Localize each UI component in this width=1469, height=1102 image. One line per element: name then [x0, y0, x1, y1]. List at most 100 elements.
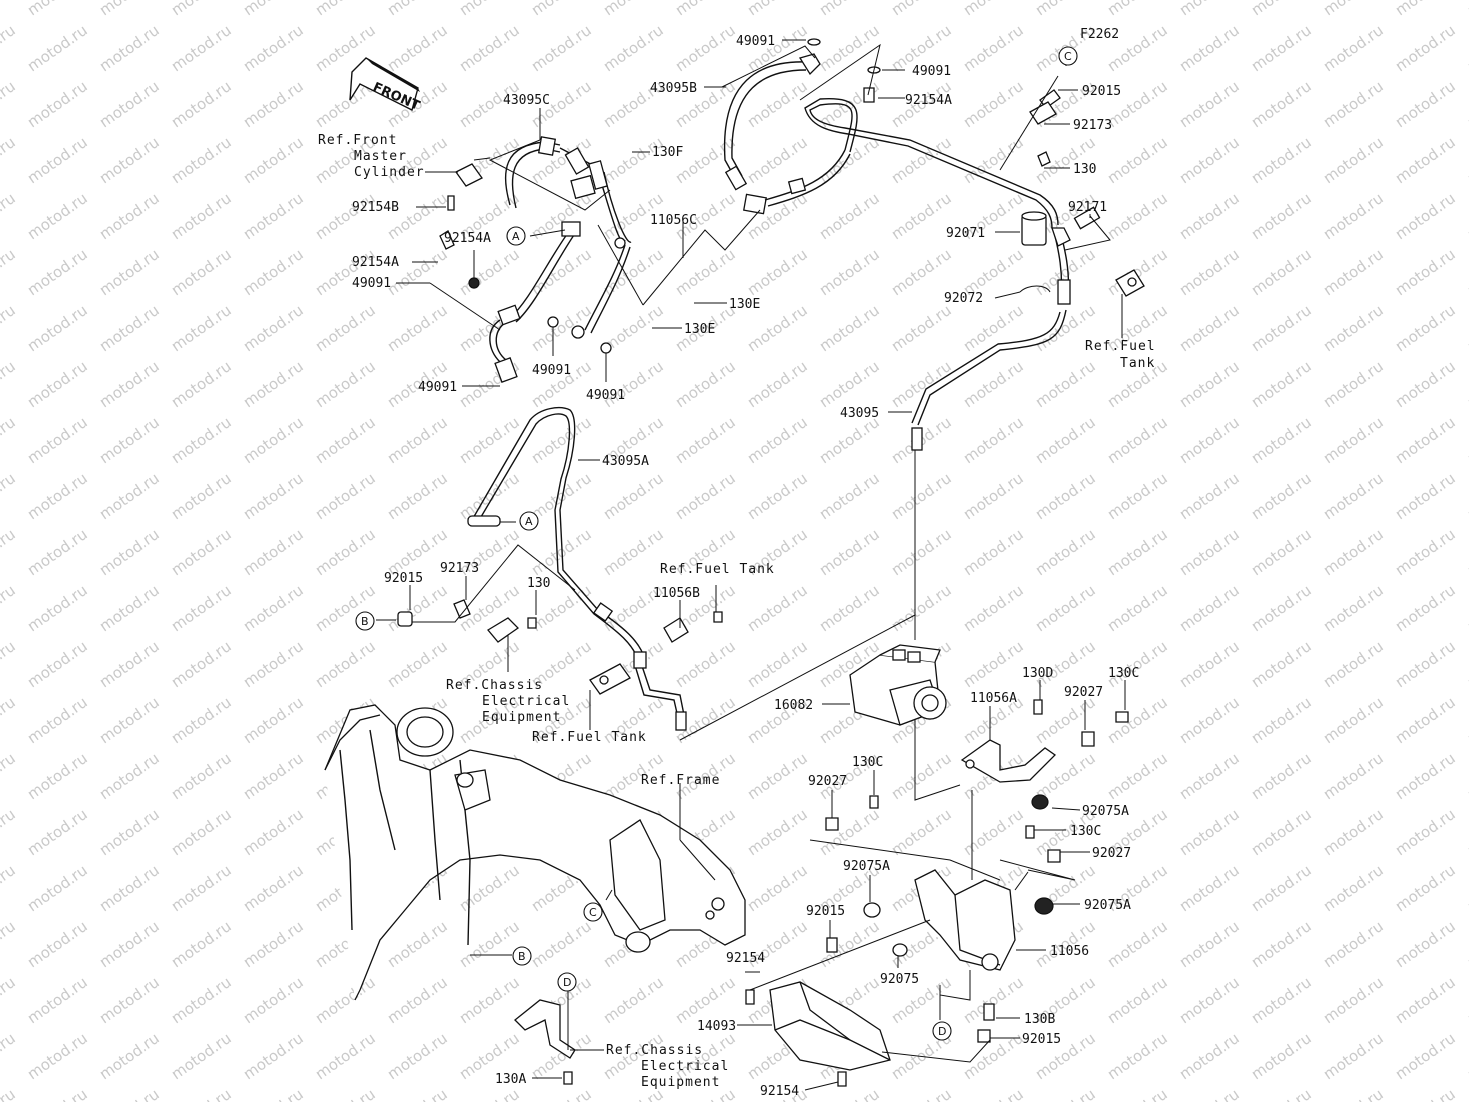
watermark-text: motod.ru [0, 357, 19, 411]
watermark-text: motod.ru [744, 581, 811, 635]
watermark-text: motod.ru [1392, 861, 1459, 915]
watermark-text: motod.ru [24, 973, 91, 1027]
watermark-text: motod.ru [528, 917, 595, 971]
watermark-text: motod.ru [1320, 637, 1387, 691]
watermark-text: motod.ru [168, 1029, 235, 1083]
watermark-text: motod.ru [1320, 245, 1387, 299]
watermark-text: motod.ru [384, 637, 451, 691]
watermark-text: motod.ru [1392, 21, 1459, 75]
circle-ref-c-top: C [1058, 46, 1078, 66]
label-43095C: 43095C [503, 93, 550, 108]
watermark-text: motod.ru [456, 917, 523, 971]
watermark-text: motod.ru [744, 77, 811, 131]
watermark-text: motod.ru [24, 469, 91, 523]
watermark-text: motod.ru [744, 413, 811, 467]
watermark-text: motod.ru [456, 861, 523, 915]
watermark-text: motod.ru [168, 749, 235, 803]
watermark-text: motod.ru [1392, 357, 1459, 411]
label-92015: 92015 [384, 571, 423, 586]
watermark-text: motod.ru [240, 77, 307, 131]
watermark-text: motod.ru [240, 861, 307, 915]
watermark-text: motod.ru [1464, 133, 1469, 187]
watermark-text: motod.ru [312, 189, 379, 243]
watermark-text: motod.ru [1320, 413, 1387, 467]
watermark-text: motod.ru [0, 245, 19, 299]
watermark-text: motod.ru [1104, 581, 1171, 635]
watermark-text: motod.ru [1104, 1029, 1171, 1083]
watermark-text: motod.ru [240, 133, 307, 187]
label-11056A: 11056A [970, 691, 1017, 706]
label-11056: 11056 [1050, 944, 1089, 959]
watermark-text: motod.ru [1464, 77, 1469, 131]
watermark-text: motod.ru [96, 469, 163, 523]
watermark-text: motod.ru [1104, 469, 1171, 523]
bracket-11056A [825, 699, 1129, 918]
circle-ref-b-left: B [355, 611, 375, 631]
watermark-text: motod.ru [168, 301, 235, 355]
watermark-text: motod.ru [1104, 413, 1171, 467]
watermark-text: motod.ru [168, 77, 235, 131]
watermark-text: motod.ru [1248, 21, 1315, 75]
ref-front-master-line3: Cylinder [354, 165, 425, 180]
watermark-text: motod.ru [1032, 413, 1099, 467]
label-49091: 49091 [912, 64, 951, 79]
watermark-text: motod.ru [960, 0, 1027, 19]
label-49091: 49091 [736, 34, 775, 49]
watermark-text: motod.ru [600, 21, 667, 75]
watermark-text: motod.ru [168, 581, 235, 635]
watermark-text: motod.ru [24, 917, 91, 971]
watermark-text: motod.ru [240, 581, 307, 635]
watermark-text: motod.ru [816, 581, 883, 635]
watermark-text: motod.ru [1320, 1085, 1387, 1102]
label-92075A: 92075A [1084, 898, 1131, 913]
watermark-text: motod.ru [1392, 1085, 1459, 1102]
watermark-text: motod.ru [168, 133, 235, 187]
label-130C: 130C [1108, 666, 1139, 681]
watermark-text: motod.ru [1464, 1029, 1469, 1083]
watermark-text: motod.ru [24, 189, 91, 243]
watermark-text: motod.ru [1032, 0, 1099, 19]
watermark-text: motod.ru [240, 469, 307, 523]
watermark-text: motod.ru [96, 1029, 163, 1083]
watermark-text: motod.ru [24, 525, 91, 579]
watermark-text: motod.ru [168, 973, 235, 1027]
watermark-text: motod.ru [1464, 189, 1469, 243]
label-92075A: 92075A [1082, 804, 1129, 819]
label-92154B: 92154B [352, 200, 399, 215]
watermark-text: motod.ru [96, 693, 163, 747]
watermark-text: motod.ru [384, 581, 451, 635]
watermark-text: motod.ru [96, 133, 163, 187]
watermark-text: motod.ru [0, 637, 19, 691]
watermark-text: motod.ru [384, 973, 451, 1027]
watermark-text: motod.ru [24, 581, 91, 635]
watermark-text: motod.ru [240, 301, 307, 355]
watermark-text: motod.ru [1104, 133, 1171, 187]
watermark-text: motod.ru [1464, 21, 1469, 75]
svg-text:A: A [512, 230, 520, 243]
watermark-text: motod.ru [1176, 0, 1243, 19]
watermark-text: motod.ru [384, 917, 451, 971]
watermark-text: motod.ru [888, 189, 955, 243]
watermark-text: motod.ru [816, 805, 883, 859]
label-49091: 49091 [352, 276, 391, 291]
watermark-text: motod.ru [672, 469, 739, 523]
ref-chassis-elec-line2: Electrical [482, 694, 570, 709]
watermark-text: motod.ru [1320, 357, 1387, 411]
label-14093: 14093 [697, 1019, 736, 1034]
label-92173: 92173 [1073, 118, 1112, 133]
watermark-text: motod.ru [1464, 357, 1469, 411]
svg-text:C: C [1064, 50, 1072, 63]
watermark-text: motod.ru [960, 637, 1027, 691]
watermark-text: motod.ru [1176, 301, 1243, 355]
watermark-text: motod.ru [1032, 357, 1099, 411]
reference-labels: Ref.Front Master Cylinder Ref.Fuel Tank … [318, 133, 1155, 1090]
watermark-text: motod.ru [96, 749, 163, 803]
watermark-text: motod.ru [1176, 581, 1243, 635]
watermark-text: motod.ru [96, 0, 163, 19]
watermark-text: motod.ru [312, 0, 379, 19]
watermark-text: motod.ru [1248, 973, 1315, 1027]
pipe-43095A [397, 407, 723, 731]
watermark-text: motod.ru [240, 189, 307, 243]
watermark-text: motod.ru [888, 357, 955, 411]
